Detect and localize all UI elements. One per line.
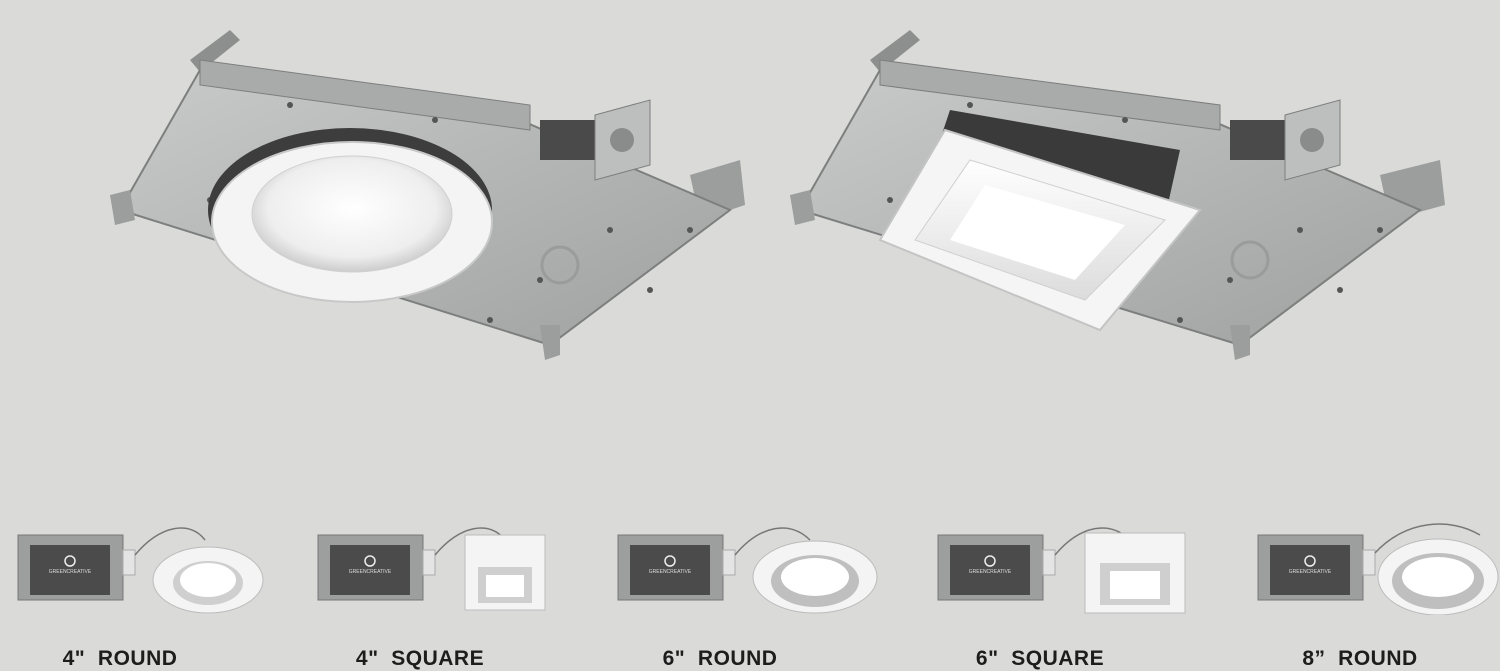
product-4-square: GREENCREATIVE 4" SQUARE	[310, 505, 610, 670]
product-8-round-image: GREENCREATIVE	[1257, 523, 1499, 615]
product-8-round: GREENCREATIVE 8” ROUND	[1200, 505, 1500, 670]
product-4-round: GREENCREATIVE 4" ROUND	[10, 505, 310, 670]
svg-text:GREENCREATIVE: GREENCREATIVE	[349, 569, 392, 575]
product-label: 4" SQUARE	[355, 647, 485, 670]
product-lineup: GREENCREATIVE 4" ROUND GREENCREATIVE 4" …	[0, 505, 1500, 670]
product-label: 4" ROUND	[62, 647, 178, 670]
product-label: 6" SQUARE	[975, 647, 1105, 670]
product-6-round-image: GREENCREATIVE	[617, 527, 878, 614]
svg-text:GREENCREATIVE: GREENCREATIVE	[649, 569, 692, 575]
square-downlight-install-image	[780, 0, 1500, 380]
round-downlight-install-image	[90, 0, 770, 380]
product-6-square-image: GREENCREATIVE	[937, 527, 1186, 614]
svg-text:GREENCREATIVE: GREENCREATIVE	[969, 569, 1012, 575]
product-6-round: GREENCREATIVE 6" ROUND	[610, 505, 910, 670]
product-4-square-image: GREENCREATIVE	[317, 527, 546, 611]
product-6-square: GREENCREATIVE 6" SQUARE	[930, 505, 1230, 670]
svg-text:GREENCREATIVE: GREENCREATIVE	[1289, 569, 1332, 575]
product-label: 8” ROUND	[1302, 647, 1418, 670]
product-label: 6" ROUND	[662, 647, 778, 670]
brand-logo-text: GREENCREATIVE	[49, 569, 92, 575]
product-4-round-image: GREENCREATIVE	[17, 527, 264, 614]
